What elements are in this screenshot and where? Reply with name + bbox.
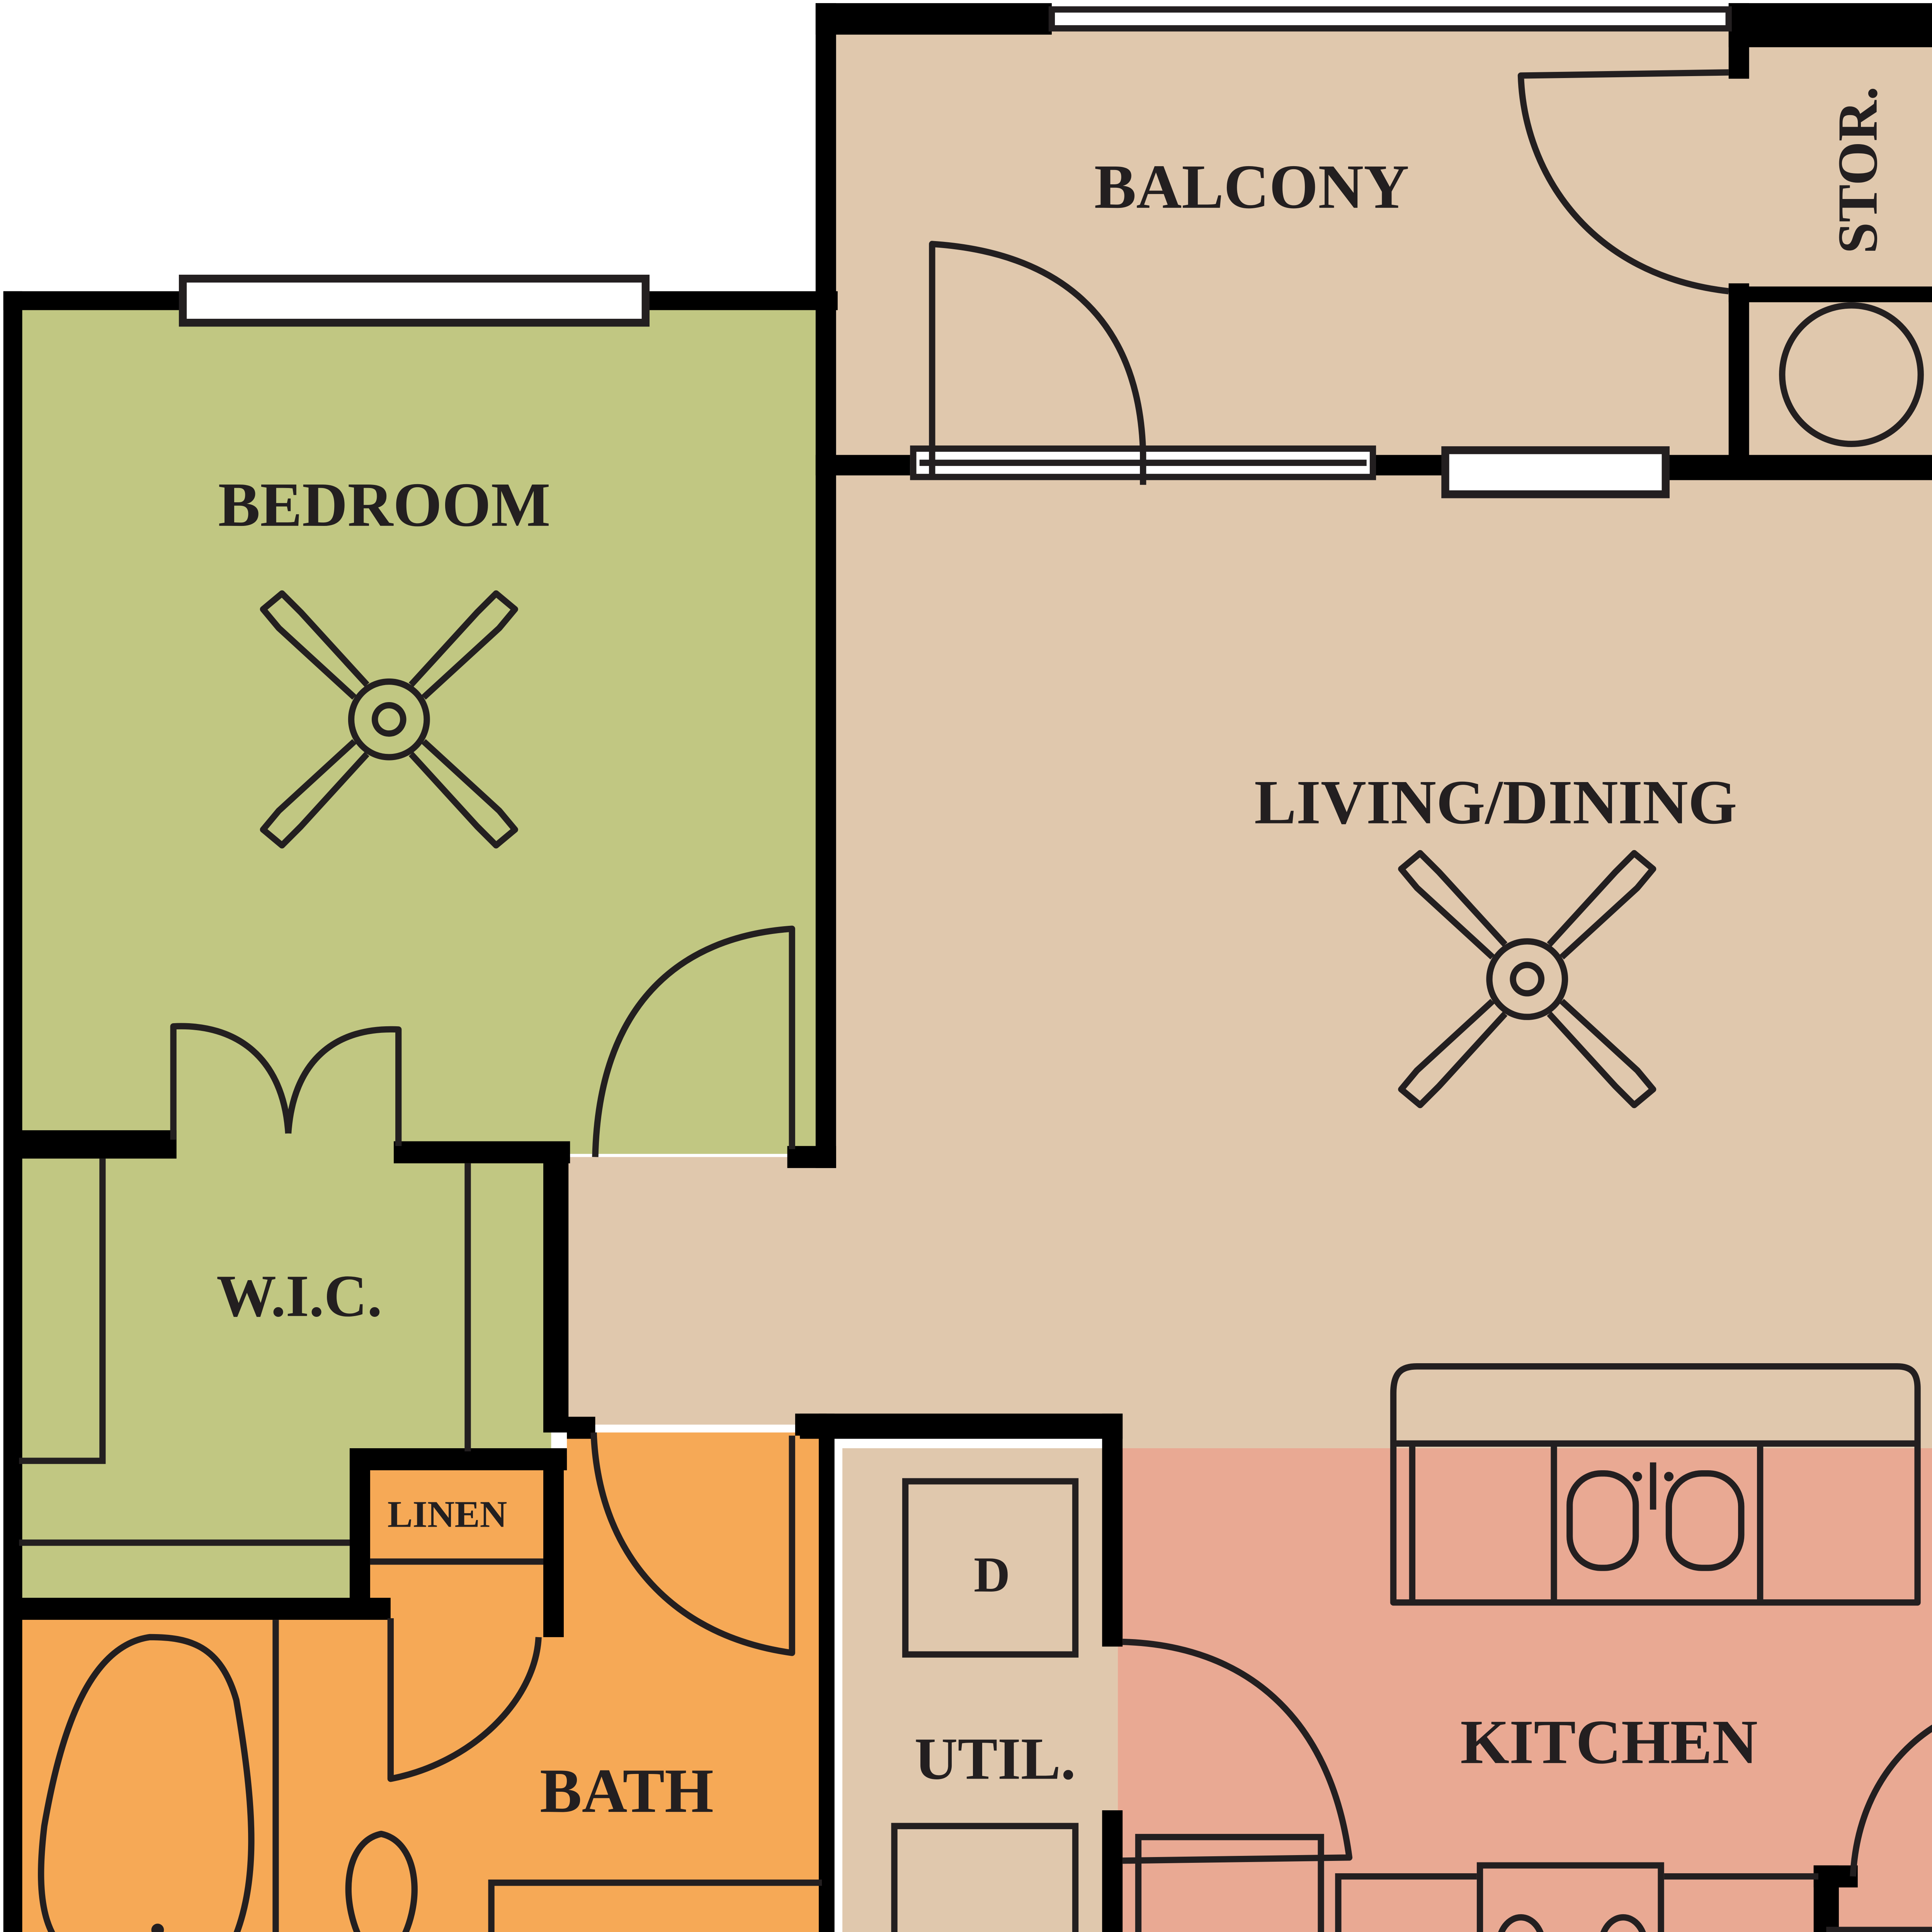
- refrigerator-icon: [1135, 1834, 1324, 1932]
- wic-shelf: [19, 1158, 106, 1464]
- balcony-fill: [836, 15, 1932, 464]
- wall: [1728, 286, 1932, 303]
- label-living-dining: LIVING/DINING: [1254, 768, 1737, 837]
- wall: [815, 3, 836, 1168]
- door-bedroom: [592, 925, 795, 1157]
- label-balcony: BALCONY: [1094, 152, 1409, 222]
- wall: [394, 1141, 570, 1163]
- wall: [19, 1598, 391, 1620]
- window-living: [1441, 446, 1670, 498]
- label-washer: W: [961, 1930, 1011, 1932]
- wall: [1373, 455, 1452, 476]
- window-bedroom: [179, 274, 650, 327]
- door-storage: [1517, 69, 1729, 294]
- wall: [567, 1417, 595, 1439]
- door-utility: [1122, 1638, 1353, 1864]
- door-wic-left: [170, 1023, 292, 1140]
- wall: [1728, 283, 1749, 473]
- wall: [1102, 1810, 1123, 1932]
- dryer-icon: [902, 1478, 1079, 1658]
- label-utility: UTIL.: [915, 1726, 1076, 1792]
- wall: [1665, 455, 1932, 480]
- door-closet-left: [1850, 1725, 1932, 1877]
- wall: [815, 3, 1052, 35]
- toilet-icon: [345, 1830, 418, 1932]
- range-icon: [1476, 1862, 1664, 1932]
- ceiling-fan-icon: [260, 590, 518, 849]
- water-heater-icon: [1779, 302, 1924, 447]
- wall: [19, 1130, 177, 1159]
- wall: [3, 291, 22, 1932]
- bedroom-fill: [19, 307, 816, 1606]
- wall: [818, 1413, 835, 1932]
- doors: [170, 69, 1932, 1877]
- kitchen-fill: [1118, 1448, 1932, 1932]
- wall: [1728, 3, 1749, 79]
- living-dining-fill: [567, 472, 1932, 1449]
- room-labels: BALCONY STOR. BEDROOM LIVING/DINING W.I.…: [216, 86, 1889, 1932]
- thin-lines: [19, 1158, 1932, 1932]
- wall: [1102, 1413, 1123, 1647]
- ceiling-fan-icon: [1398, 850, 1656, 1109]
- label-dryer: D: [974, 1547, 1010, 1603]
- door-bath: [590, 1432, 795, 1656]
- wall: [1728, 3, 1932, 48]
- wall: [800, 1413, 1123, 1439]
- wall: [349, 1448, 567, 1471]
- bathtub-icon: [38, 1634, 255, 1932]
- wall: [787, 1146, 836, 1168]
- kitchen-counter: [1335, 1873, 1477, 1932]
- door-linen: [387, 1618, 542, 1782]
- wall: [349, 1448, 370, 1619]
- kitchen-sink-icon: [1390, 1363, 1921, 1606]
- door-balcony: [929, 241, 1146, 485]
- label-storage: STOR.: [1826, 86, 1889, 253]
- label-wic: W.I.C.: [216, 1263, 382, 1329]
- label-kitchen: KITCHEN: [1460, 1708, 1758, 1777]
- utility-fill: [842, 1448, 1118, 1932]
- label-bath: BATH: [540, 1756, 714, 1826]
- vanity-counter: [488, 1879, 822, 1932]
- fixtures: [38, 302, 1924, 1932]
- window-balcony-top: [1048, 6, 1732, 32]
- wall: [543, 1448, 564, 1637]
- door-wic-right: [285, 1026, 402, 1146]
- label-linen: LINEN: [388, 1494, 507, 1536]
- label-bedroom: BEDROOM: [218, 470, 551, 540]
- room-fills: [19, 15, 1932, 1932]
- bath-fill: [19, 1432, 827, 1932]
- wall: [543, 1157, 569, 1433]
- washer-icon: [891, 1823, 1079, 1932]
- wall: [815, 455, 910, 476]
- walls: [3, 3, 1932, 1932]
